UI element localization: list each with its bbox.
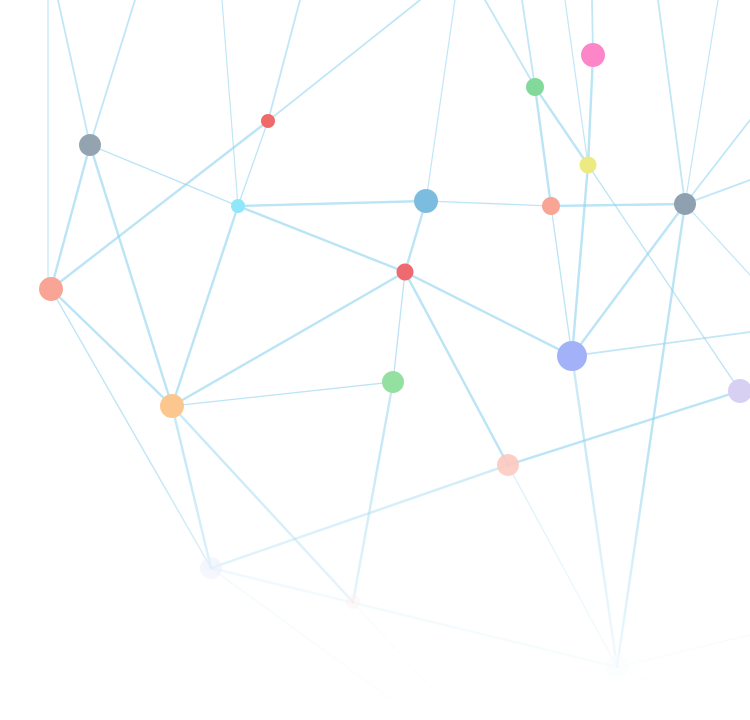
edge-line xyxy=(88,143,174,408)
nodes xyxy=(39,43,750,679)
edge-line xyxy=(49,287,174,408)
edge-line xyxy=(351,380,395,604)
edge-line xyxy=(392,271,406,383)
edge-line xyxy=(171,381,394,407)
edge-line xyxy=(484,0,536,88)
edge-line xyxy=(210,567,421,720)
edge-line xyxy=(403,199,428,274)
edge-line xyxy=(521,0,536,88)
edge-line xyxy=(684,119,750,205)
node-n10 xyxy=(39,277,63,301)
edge-line xyxy=(549,202,687,208)
edge-line xyxy=(550,205,573,357)
edge-line xyxy=(564,0,589,166)
edge-line xyxy=(684,179,750,205)
edge-line xyxy=(221,0,239,207)
edge-line xyxy=(170,270,407,408)
edge-line xyxy=(236,199,428,208)
edge-line xyxy=(50,288,212,569)
edge-line xyxy=(533,85,553,208)
edge-line xyxy=(57,0,91,146)
edge-line xyxy=(587,164,741,392)
edge-line xyxy=(657,0,686,205)
edge-line xyxy=(570,354,619,669)
node-n13 xyxy=(160,394,184,418)
edge-line xyxy=(507,464,618,668)
edge-line xyxy=(571,331,750,357)
node-n2 xyxy=(261,114,275,128)
node-n12 xyxy=(557,341,587,371)
node-n18 xyxy=(346,595,360,609)
edge-line xyxy=(209,463,510,570)
edge-line xyxy=(403,270,510,467)
edge-line xyxy=(684,203,750,276)
edge-line xyxy=(89,0,136,146)
edge-line xyxy=(49,119,270,291)
edge-line xyxy=(425,200,552,207)
edge-line xyxy=(209,566,619,669)
edge-line xyxy=(616,634,750,668)
edge-line xyxy=(170,404,213,570)
node-n6 xyxy=(581,43,605,67)
edge-line xyxy=(236,204,407,274)
edge-line xyxy=(237,120,269,207)
edge-line xyxy=(267,0,301,122)
node-n15 xyxy=(728,379,750,403)
node-n5 xyxy=(526,78,544,96)
edge-line xyxy=(684,0,719,205)
edge-line xyxy=(506,389,742,467)
edges xyxy=(49,53,742,669)
edge-line xyxy=(615,202,687,669)
edge-line xyxy=(352,601,461,720)
edge-line xyxy=(570,163,590,358)
offscreen-edges xyxy=(47,0,750,720)
node-n14 xyxy=(382,371,404,393)
edge-line xyxy=(49,143,92,291)
node-n11 xyxy=(396,263,414,281)
edge-line xyxy=(170,404,355,604)
node-n4 xyxy=(414,189,438,213)
node-n19 xyxy=(605,655,629,679)
node-n9 xyxy=(674,193,696,215)
edge-line xyxy=(89,144,239,207)
edge-line xyxy=(586,53,595,167)
edge-line xyxy=(403,270,574,358)
node-n16 xyxy=(497,454,519,476)
edge-line xyxy=(533,85,590,167)
edge-line xyxy=(267,0,421,122)
node-n17 xyxy=(200,557,222,579)
edge-line xyxy=(170,204,240,408)
edge-line xyxy=(425,0,456,202)
edge-line xyxy=(570,202,687,358)
node-n3 xyxy=(231,199,245,213)
node-n7 xyxy=(579,156,597,174)
node-n8 xyxy=(542,197,560,215)
edge-line xyxy=(616,666,750,720)
node-n1 xyxy=(79,134,101,156)
